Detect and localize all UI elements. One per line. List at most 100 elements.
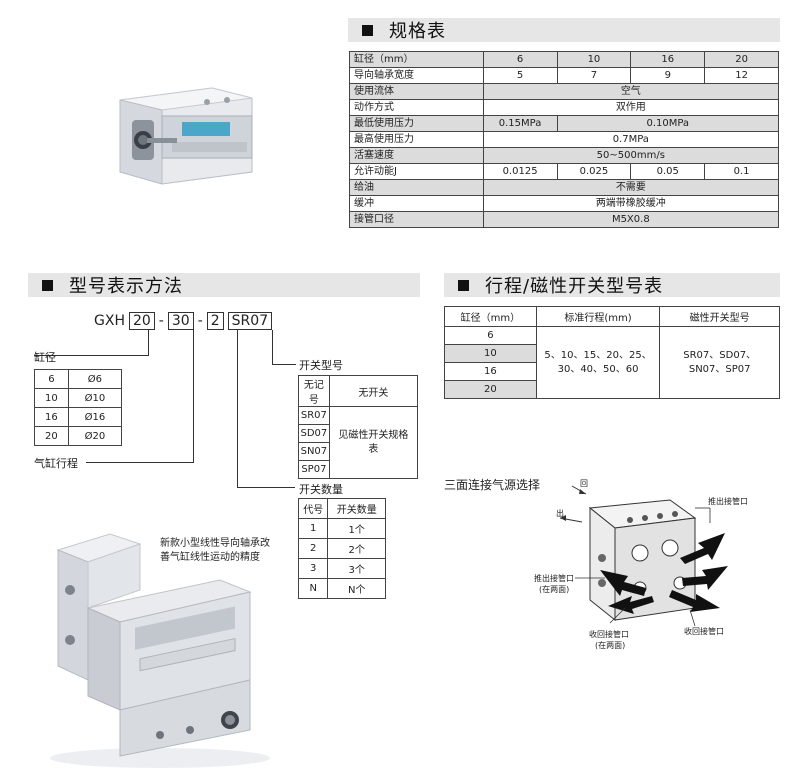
stroke-line: 30、40、50、60 xyxy=(557,363,639,375)
cylinder-product-photo-small xyxy=(119,87,253,185)
spec-label: 缸径（mm） xyxy=(349,51,484,68)
model-count-box: 2 xyxy=(206,312,224,330)
spec-label: 接管口径 xyxy=(349,211,484,228)
spec-row-lubrication: 给油 不需要 xyxy=(349,179,780,196)
bore-value: Ø16 xyxy=(67,407,123,427)
connector-line xyxy=(237,330,238,488)
bore-label: 缸径 xyxy=(34,351,56,364)
bullet-square-icon xyxy=(42,279,53,291)
model-prefix: GXH xyxy=(94,313,125,329)
diagram-label-return-port-bottom-sub: (在两面) xyxy=(595,641,626,650)
spec-row-fluid: 使用流体 空气 xyxy=(349,83,780,100)
spec-cell: 空气 xyxy=(482,83,780,100)
table-row: 无记号 无开关 xyxy=(298,375,419,407)
diagram-label-push-port: 推出接管口 xyxy=(708,497,748,506)
bore-cell: 10 xyxy=(444,344,537,363)
switch-model-label: 开关型号 xyxy=(299,359,343,372)
switch-line: SR07、SD07、 xyxy=(683,349,757,361)
spec-section-title: 规格表 xyxy=(389,21,446,42)
bore-value: Ø6 xyxy=(67,369,123,389)
table-header: 缸径（mm） xyxy=(444,306,537,327)
spec-label: 缓冲 xyxy=(349,195,484,212)
bullet-square-icon xyxy=(362,24,373,36)
model-stroke-box: 30 xyxy=(167,312,194,330)
stroke-label: 气缸行程 xyxy=(34,457,78,470)
bullet-square-icon xyxy=(458,279,469,291)
count-code: 1 xyxy=(297,518,329,539)
stroke-section-title: 行程/磁性开关型号表 xyxy=(485,276,664,297)
model-section-title: 型号表示方法 xyxy=(69,276,183,297)
stroke-switch-table: 缸径（mm） 标准行程(mm) 磁性开关型号 6 5、10、15、20、25、 … xyxy=(444,306,780,399)
spec-row-piston-speed: 活塞速度 50~500mm/s xyxy=(349,147,780,164)
count-code: 3 xyxy=(297,558,329,579)
table-row: SP07 xyxy=(298,460,418,479)
bore-cell: 6 xyxy=(444,326,537,345)
spec-cell: 0.025 xyxy=(556,163,632,180)
spec-cell: 不需要 xyxy=(482,179,780,196)
spec-row-min-pressure: 最低使用压力 0.15MPa 0.10MPa xyxy=(349,115,780,132)
spec-row-port-size: 接管口径 M5X0.8 xyxy=(349,211,780,228)
diagram-label-return-port-bottom: 收回接管口 xyxy=(589,630,629,639)
spec-label: 使用流体 xyxy=(349,83,484,100)
air-connection-diagram xyxy=(559,485,728,627)
spec-row-cushion: 缓冲 两端带橡胶缓冲 xyxy=(349,195,780,212)
spec-label: 允许动能J xyxy=(349,163,484,180)
switch-code: SR07 xyxy=(298,406,330,425)
count-value: N个 xyxy=(327,578,386,599)
connector-line xyxy=(272,364,296,365)
connector-line xyxy=(272,330,273,365)
cylinder-product-photo-large xyxy=(50,533,270,768)
bore-code: 10 xyxy=(34,388,69,408)
switch-table: 无记号 无开关 SR07 见磁性开关规格表 SD07 SN07 SP07 xyxy=(298,375,419,479)
table-row: 代号 开关数量 xyxy=(297,498,386,519)
spec-label: 最高使用压力 xyxy=(349,131,484,148)
bore-code: 16 xyxy=(34,407,69,427)
spec-row-guide-width: 导向轴承宽度 5 7 9 12 xyxy=(349,67,779,84)
table-row: 6 5、10、15、20、25、 30、40、50、60 SR07、SD07、 … xyxy=(444,326,780,399)
table-header: 开关数量 xyxy=(327,498,386,519)
spec-cell: 16 xyxy=(630,51,706,68)
spec-section-header: 规格表 xyxy=(348,18,780,42)
connector-line xyxy=(34,355,149,356)
table-header: 代号 xyxy=(297,498,329,519)
model-code: GXH 20 - 30 - 2 SR07 xyxy=(94,312,273,330)
bore-cell: 20 xyxy=(444,380,537,399)
feature-note: 新款小型线性导向轴承改 善气缸线性运动的精度 xyxy=(160,537,270,565)
spec-cell: 10 xyxy=(556,51,632,68)
spec-cell: M5X0.8 xyxy=(482,211,780,228)
stroke-line: 5、10、15、20、25、 xyxy=(544,349,652,361)
spec-row-kinetic-energy: 允许动能J 0.0125 0.025 0.05 0.1 xyxy=(349,163,779,180)
spec-cell: 0.7MPa xyxy=(482,131,780,148)
spec-cell: 7 xyxy=(556,67,632,84)
count-value: 3个 xyxy=(327,558,386,579)
air-section-title: 三面连接气源选择 xyxy=(444,478,541,492)
table-header: 无记号 xyxy=(298,375,330,407)
switch-code: SD07 xyxy=(298,424,330,443)
spec-label: 给油 xyxy=(349,179,484,196)
spec-cell: 0.15MPa xyxy=(482,115,558,132)
connector-line xyxy=(86,462,194,463)
table-row: 20 xyxy=(444,380,780,399)
spec-label: 动作方式 xyxy=(349,99,484,116)
model-dash: - xyxy=(158,313,164,329)
connector-line xyxy=(237,487,295,488)
feature-note-line: 善气缸线性运动的精度 xyxy=(160,552,260,563)
spec-cell: 20 xyxy=(704,51,779,68)
spec-cell: 0.0125 xyxy=(482,163,558,180)
switch-count-label: 开关数量 xyxy=(299,483,343,496)
count-code: N xyxy=(297,578,329,599)
model-switch-box: SR07 xyxy=(227,312,273,330)
table-row: 缸径（mm） 标准行程(mm) 磁性开关型号 xyxy=(444,306,780,327)
table-row: SR07 见磁性开关规格表 xyxy=(298,406,419,479)
spec-label: 导向轴承宽度 xyxy=(349,67,484,84)
connector-line xyxy=(148,330,149,356)
spec-cell: 12 xyxy=(704,67,779,84)
bore-code: 6 xyxy=(34,369,69,389)
spec-cell: 两端带橡胶缓冲 xyxy=(482,195,780,212)
